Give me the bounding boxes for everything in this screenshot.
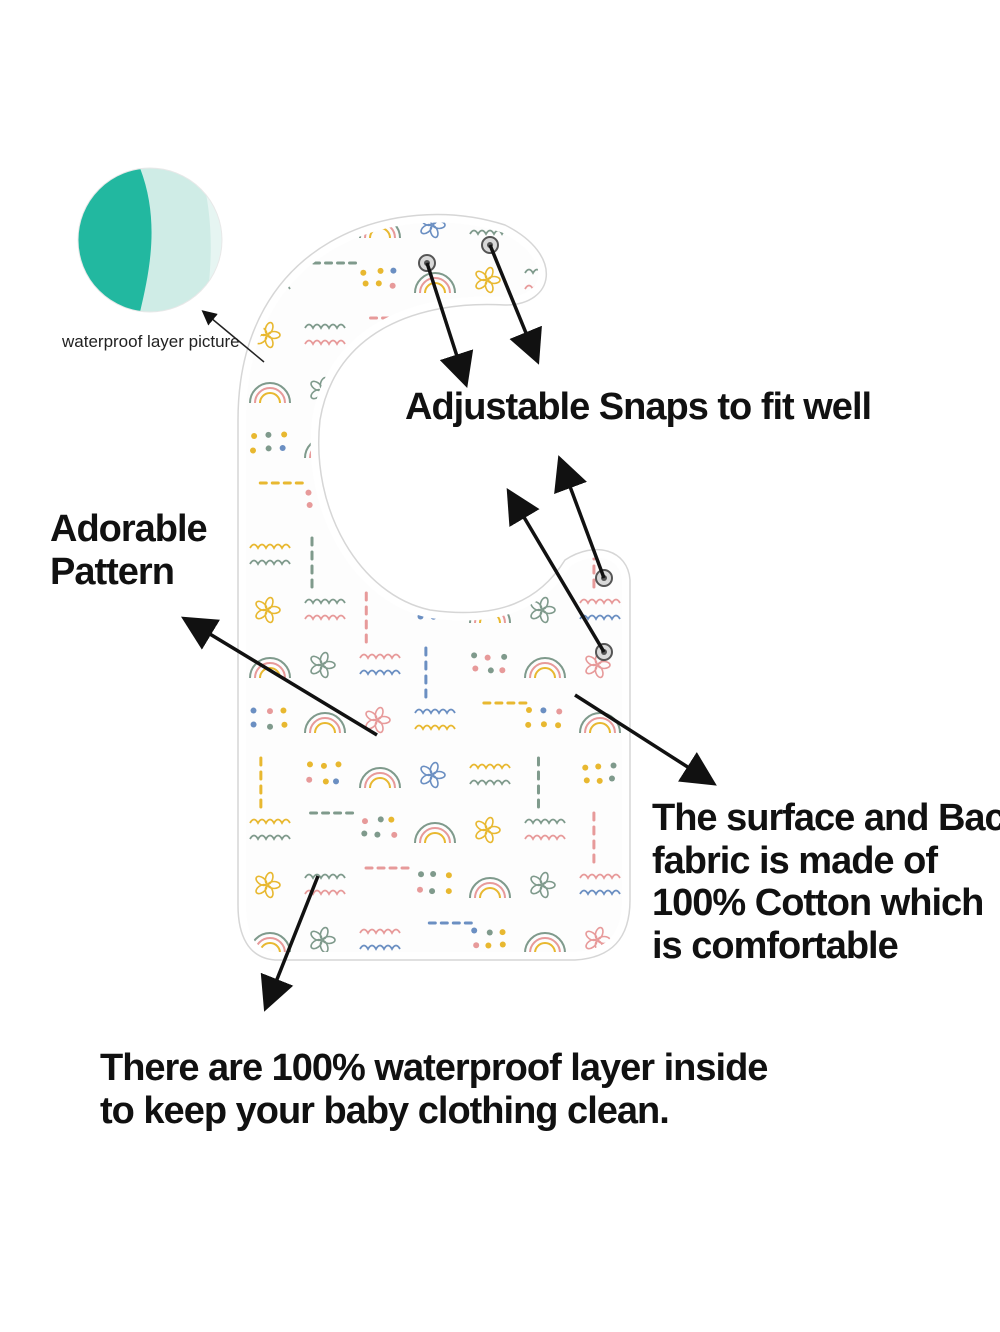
arrow-pattern [181, 616, 378, 737]
arrow-waterproof [260, 875, 320, 1012]
cotton-label-line-3: 100% Cotton which [652, 882, 984, 925]
cotton-label-line-2: fabric is made of [652, 839, 938, 882]
waterproof-layer-inset [77, 167, 223, 313]
waterproof-label-line-2: to keep your baby clothing clean. [100, 1089, 670, 1132]
pattern-label-line-1: Adorable [50, 508, 208, 550]
cotton-label-line-4: is comfortable [652, 924, 899, 967]
cotton-label: The surface and Back fabric is made of 1… [652, 797, 1000, 967]
waterproof-picture-caption: waterproof layer picture [62, 332, 240, 351]
arrow-snap-2 [488, 244, 542, 365]
pattern-label: Adorable Pattern [50, 508, 208, 593]
waterproof-label-line-1: There are 100% waterproof layer inside [100, 1047, 768, 1089]
cotton-label-line-1: The surface and Back [652, 797, 1000, 839]
arrow-snap-4 [506, 487, 606, 653]
snaps-label: Adjustable Snaps to fit well [405, 386, 872, 428]
arrow-snap-1 [425, 262, 474, 388]
arrow-inset [201, 310, 265, 363]
waterproof-label: There are 100% waterproof layer inside t… [100, 1047, 768, 1132]
pattern-label-line-2: Pattern [50, 550, 175, 593]
arrow-cotton [574, 693, 717, 786]
arrow-snap-3 [554, 455, 606, 579]
